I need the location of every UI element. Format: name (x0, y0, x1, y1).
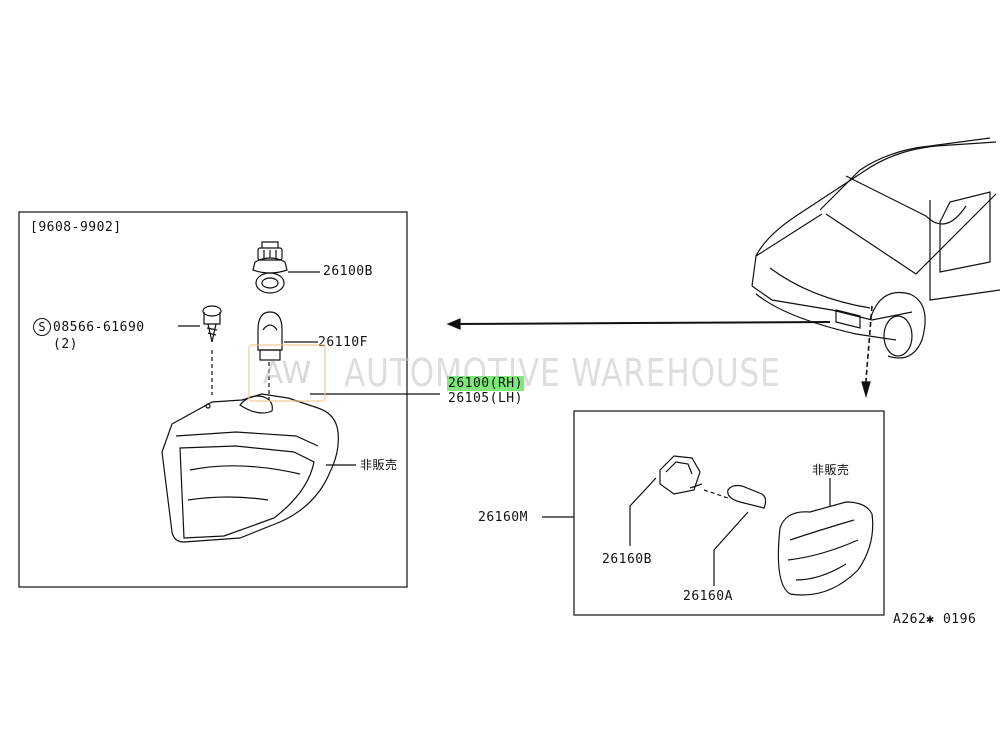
part-26100-side: (RH) (489, 376, 523, 391)
left-detail-frame (18, 211, 408, 588)
part-26160a-label[interactable]: 26160A (683, 589, 733, 604)
watermark: AW AUTOMOTIVE WAREHOUSE (248, 344, 876, 402)
diagram-code-label: A262✱ 0196 (893, 612, 977, 627)
part-26100b-label[interactable]: 26100B (323, 264, 373, 279)
not-sold-label-2: 非販売 (812, 463, 850, 477)
part-26105-side: (LH) (489, 391, 523, 406)
part-screw-label[interactable]: 08566-61690 (53, 320, 145, 335)
part-26110f-label[interactable]: 26110F (318, 335, 368, 350)
screw-symbol: S (33, 318, 51, 336)
part-26160b-label[interactable]: 26160B (602, 552, 652, 567)
callout-arrow-left (446, 318, 831, 330)
right-detail-frame (573, 410, 885, 616)
socket-26100b-drawing (252, 241, 320, 294)
part-26100-number: 26100 (448, 376, 490, 391)
screw-quantity-label: (2) (53, 337, 78, 352)
part-26100-rh-label[interactable]: 26100(RH) (447, 376, 524, 391)
vehicle-drawing (751, 137, 1000, 399)
corner-lamp-drawing (161, 393, 440, 543)
not-sold-label-1: 非販売 (360, 458, 398, 472)
part-26160m-label[interactable]: 26160M (478, 510, 528, 525)
date-range-label: [9608-9902] (30, 220, 122, 235)
watermark-text: AUTOMOTIVE WAREHOUSE (344, 351, 781, 395)
part-26105-number: 26105 (448, 391, 490, 406)
part-26105-lh-label[interactable]: 26105(LH) (448, 391, 523, 406)
watermark-logo: AW (248, 344, 326, 402)
screw-drawing (178, 305, 270, 400)
bulb-26110f-drawing (257, 311, 318, 361)
side-marker-parts-drawing (542, 455, 874, 596)
